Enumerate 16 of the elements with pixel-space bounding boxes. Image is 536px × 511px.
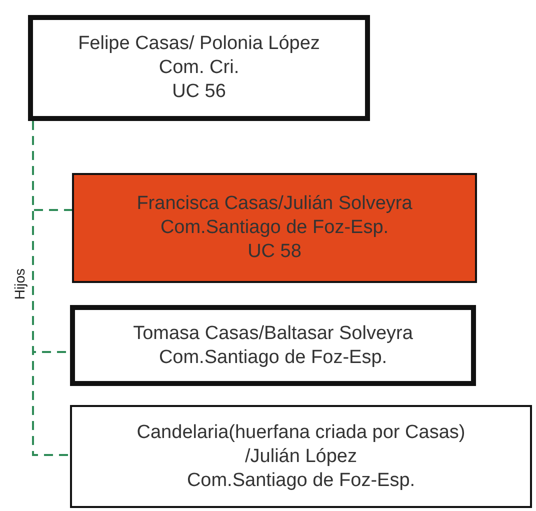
- side-label: Hijos: [12, 268, 28, 300]
- node-text: Com.Santiago de Foz-Esp.: [186, 468, 416, 492]
- person-box: [70, 405, 532, 508]
- person-box: [28, 15, 370, 121]
- node-text: Com.Santiago de Foz-Esp.: [158, 346, 388, 370]
- connector-line: [32, 121, 70, 456]
- node-text: Com. Cri.: [158, 56, 240, 80]
- node-text: Candelaria(huerfana criada por Casas) /Julián López: [136, 420, 466, 468]
- node-text: UC 58: [248, 240, 302, 264]
- node-text: Com.Santiago de Foz-Esp.: [160, 216, 389, 240]
- node-text: Tomasa Casas/Baltasar Solveyra: [133, 322, 413, 346]
- person-box: [70, 305, 476, 386]
- node-text: UC 56: [172, 80, 226, 104]
- node-text: Felipe Casas/ Polonia López: [78, 32, 320, 56]
- person-box: [72, 173, 477, 283]
- node-text: Francisca Casas/Julián Solveyra: [136, 192, 412, 216]
